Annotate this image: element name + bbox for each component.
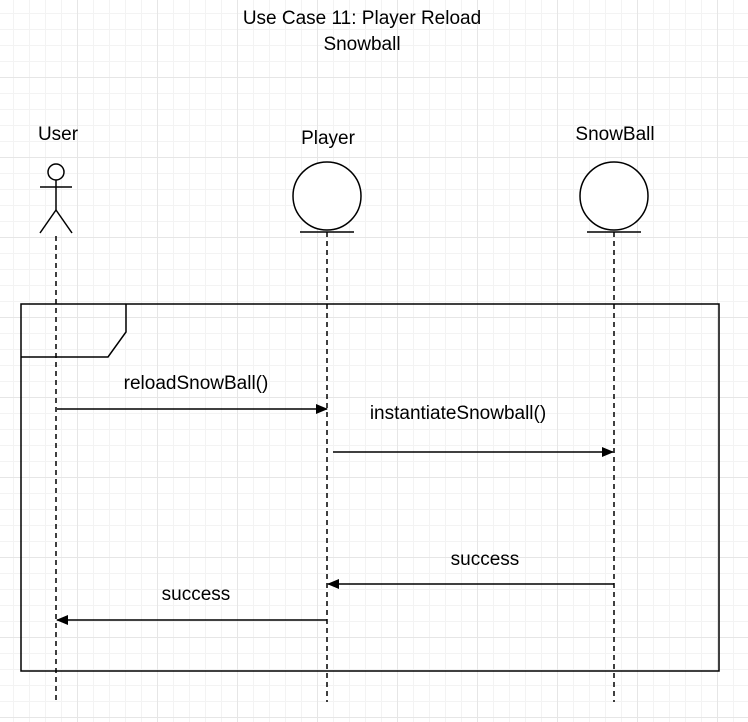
message-label-success-snowball: success [450,549,520,570]
message-label-reload-snowball: reloadSnowBall() [123,373,269,394]
player-entity-icon [292,161,362,233]
snowball-entity-icon [579,161,649,233]
lifeline-label-player: Player [301,128,355,149]
fragment-label-tab [21,304,127,358]
message-label-instantiate-snowball: instantiateSnowball() [369,403,547,424]
diagram-title: Use Case 11: Player Reload Snowball [242,8,482,55]
user-actor-icon [39,163,73,234]
fragment-frame [20,303,720,672]
lifeline-label-user: User [37,124,79,145]
lifeline-label-snowball: SnowBall [575,124,655,145]
message-label-success-user: success [161,584,231,605]
